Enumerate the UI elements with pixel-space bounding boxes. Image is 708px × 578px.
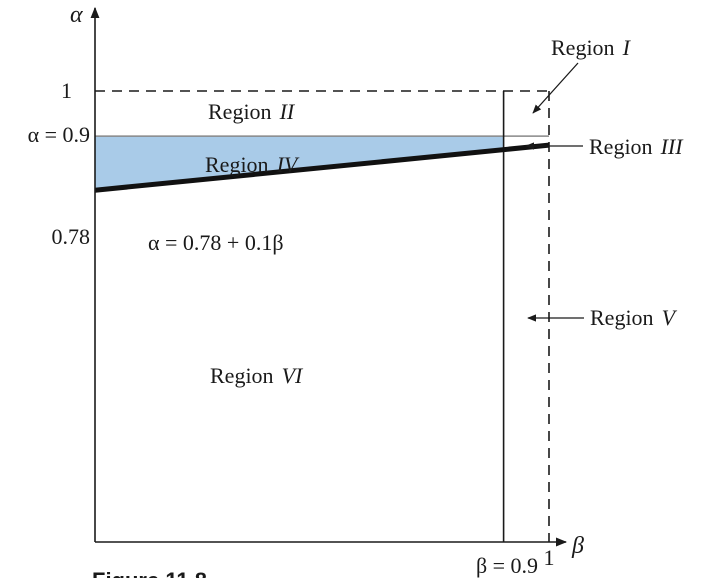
region-iv-shading [95, 136, 504, 191]
y-tick-0.78: 0.78 [52, 224, 91, 249]
region-i-pointer-arrow [532, 62, 579, 114]
x-tick-1: 1 [544, 545, 555, 570]
figure-caption-fragment: Figure 11.8 [92, 568, 207, 578]
y-tick-1: 1 [61, 78, 72, 103]
boundary-equation-label: α = 0.78 + 0.1β [148, 230, 284, 255]
boundary-line-alpha-equation [94, 142, 550, 193]
y-tick-alpha-0.9: α = 0.9 [28, 122, 90, 147]
x-axis-label: β [571, 533, 584, 559]
x-tick-beta-0.9: β = 0.9 [476, 553, 538, 578]
y-axis-label: α [70, 2, 83, 28]
